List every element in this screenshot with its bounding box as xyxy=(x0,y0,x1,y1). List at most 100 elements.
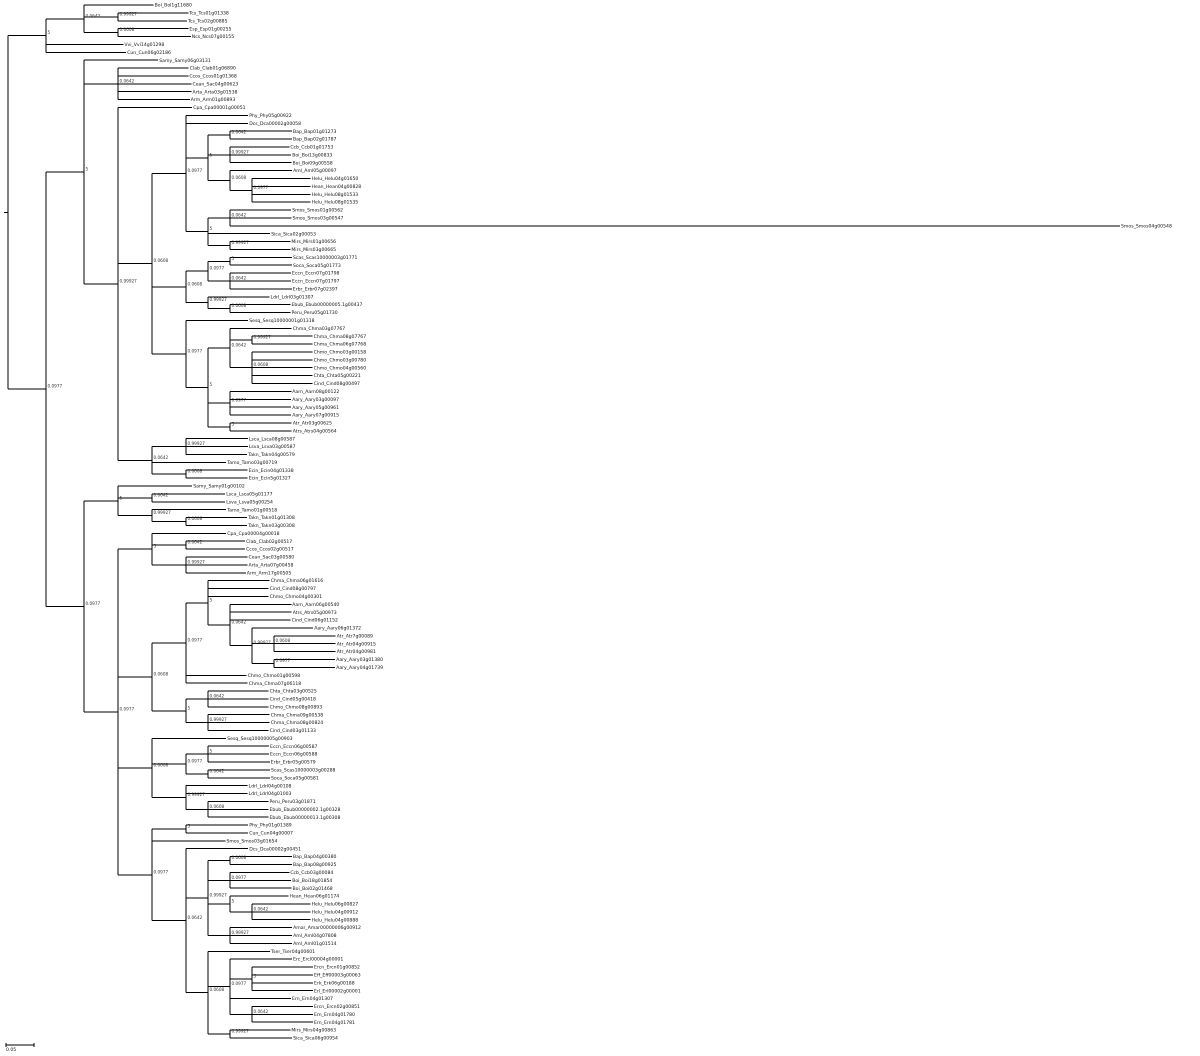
tip-label: Chma_Chma06g07768 xyxy=(314,342,367,348)
tip-label: Ccb_Ccb03g00084 xyxy=(290,870,333,876)
tip-label: Aml_Aml05g00097 xyxy=(293,168,337,174)
tip-label: Bol_Bol1g11680 xyxy=(155,3,192,9)
tip-label: Phy_Phy01g01389 xyxy=(249,823,292,829)
support-value: 0.0977 xyxy=(188,168,203,173)
support-value: 0.0608 xyxy=(232,303,247,308)
tip-label: Chma_Chma03g07767 xyxy=(293,326,346,332)
tip-label: Cpa_Cpa00004g00018 xyxy=(227,531,279,537)
support-value: 0.99927 xyxy=(232,240,250,245)
tip-label: Chma_Chma06g01616 xyxy=(271,578,324,584)
support-value: 0.0608 xyxy=(232,175,247,180)
tip-label: Arta_Arta07g00458 xyxy=(248,562,293,568)
tip-label: Erl_Erl00002g00001 xyxy=(314,988,361,994)
support-value: 0.0642 xyxy=(254,906,269,911)
support-value: 0.0977 xyxy=(232,398,247,403)
tip-label: Helu_Helu08g01533 xyxy=(312,192,359,198)
tip-label: Erbr_Erbr07g02397 xyxy=(293,286,338,292)
tip-label: Atr_Atr7g00089 xyxy=(337,633,373,639)
tip-label: Esp_Esp01g00255 xyxy=(189,26,231,32)
support-value: 0.99927 xyxy=(232,930,250,935)
tip-label: Sica_Sica02g00053 xyxy=(271,231,316,237)
tip-label: Eff_Eff00003g00063 xyxy=(314,973,361,979)
tip-label: Soca_Soca05g01773 xyxy=(293,263,341,269)
support-value: 0.99927 xyxy=(188,559,206,564)
tip-label: Boi_Boi09g00558 xyxy=(293,160,333,166)
support-value: 5 xyxy=(188,824,191,829)
tip-label: Ern_Ern04g01781 xyxy=(314,1020,355,1026)
tip-label: Smos_Smos04g00548 xyxy=(1121,223,1172,229)
support-value: 0.0642 xyxy=(188,540,203,545)
support-value: 5 xyxy=(210,226,213,231)
tip-label: Mirs_Mirs01g00656 xyxy=(291,239,336,245)
tip-label: Atrs_Atrs04g00564 xyxy=(293,428,337,434)
support-value: 0.99927 xyxy=(210,717,228,722)
tip-label: Smos_Smos03g01654 xyxy=(227,838,278,844)
tip-label: Boi_Boi13g00833 xyxy=(292,152,332,158)
tip-label: Cpa_Cpa00001g00051 xyxy=(193,105,245,111)
support-value: 0.99927 xyxy=(120,278,138,283)
support-value: 5 xyxy=(232,898,235,903)
tip-label: Ern_Ern04g01780 xyxy=(314,1012,355,1018)
tip-label: Ebub_Ebub00000005.1g00437 xyxy=(292,302,363,308)
tip-label: Ldrl_Ldrl04g00108 xyxy=(249,783,292,789)
tip-label: Chmo_Chmo08g00893 xyxy=(270,704,323,710)
tip-label: Ccos_Ccos01g01368 xyxy=(189,74,237,80)
tip-label: Chta_Chta05g00221 xyxy=(314,373,361,379)
tip-label: Clab_Clab02g00517 xyxy=(246,539,292,545)
support-value: 0.0608 xyxy=(188,516,203,521)
tip-label: Aary_Aary04g01739 xyxy=(336,665,383,671)
tip-label: Cean_Sac04g00623 xyxy=(192,81,238,87)
tip-label: Erk_Erk06g00188 xyxy=(314,980,355,986)
support-value: 5 xyxy=(120,495,123,500)
tip-label: Aml_Aml04g07808 xyxy=(293,933,337,939)
tip-label: Scas_Scas10000003g00288 xyxy=(271,767,336,773)
support-value: 0.0642 xyxy=(86,13,101,18)
tip-label: Arm_Arm17g00505 xyxy=(247,570,292,576)
tip-label: Aary_Aary05g00961 xyxy=(292,405,339,411)
tip-label: Cind_Cind05g00418 xyxy=(270,697,316,703)
support-value: 0.0642 xyxy=(154,492,169,497)
tip-label: Peru_Peru03g01871 xyxy=(270,799,316,805)
support-value: 0.0608 xyxy=(210,804,225,809)
tip-label: Sesq_Sesq10000005g00903 xyxy=(227,736,292,742)
tip-label: Takn_Takn01g01308 xyxy=(247,515,295,521)
tip-label: Hean_Hean04g00828 xyxy=(312,184,362,190)
tip-label: Dcs_Dca00002g00058 xyxy=(249,121,301,127)
support-value: 0.0642 xyxy=(254,1009,269,1014)
tip-label: Helu_Helu04g01650 xyxy=(312,176,359,182)
support-value: 0.0642 xyxy=(210,693,225,698)
tip-label: Hean_Hean06g01174 xyxy=(290,894,340,900)
support-value: 0.0977 xyxy=(232,981,247,986)
support-value: 0.99927 xyxy=(188,441,206,446)
tip-label: Smos_Smos01g00562 xyxy=(292,208,343,214)
tip-label: Aary_Aary03g01380 xyxy=(336,657,383,663)
tip-label: Vvi_Vvi14g01298 xyxy=(124,42,164,48)
support-value: 0.0608 xyxy=(120,27,135,32)
tip-label: Cun_Cun04g00007 xyxy=(249,831,293,837)
support-value: 0.0608 xyxy=(276,638,291,643)
tip-label: Smos_Smos03g00547 xyxy=(293,216,344,222)
tip-label: Aarn_Aarn08g00122 xyxy=(292,389,339,395)
tip-label: Scas_Scas10000003g01771 xyxy=(293,255,358,261)
support-value: 5 xyxy=(210,597,213,602)
support-value: 0.99927 xyxy=(254,335,272,340)
support-value: 5 xyxy=(254,973,257,978)
tip-label: Samy_Samy06g03131 xyxy=(159,58,211,64)
support-value: 0.0977 xyxy=(254,185,269,190)
support-value: 0.0642 xyxy=(210,768,225,773)
support-value: 0.0977 xyxy=(276,658,291,663)
tip-label: Tcs_Tcs01g01338 xyxy=(188,10,229,16)
scale-bar-label: 0.05 xyxy=(6,1047,16,1053)
support-value: 5 xyxy=(210,382,213,387)
support-value: 0.99927 xyxy=(254,640,272,645)
support-value: 5 xyxy=(154,544,157,549)
tip-label: Ebub_Ebub00000013.1g00308 xyxy=(270,815,341,821)
support-value: 0.0977 xyxy=(120,706,135,711)
tip-label: Cean_Sac03g00580 xyxy=(248,555,294,561)
support-value: 0.99927 xyxy=(210,297,228,302)
support-value: 0.99927 xyxy=(154,510,172,515)
tip-label: Chmo_Chmo01g00598 xyxy=(248,673,301,679)
support-value: 0.0977 xyxy=(210,266,225,271)
tip-label: Helu_Helu08g01535 xyxy=(312,200,359,206)
tip-label: Chma_Chma08g07767 xyxy=(314,334,367,340)
